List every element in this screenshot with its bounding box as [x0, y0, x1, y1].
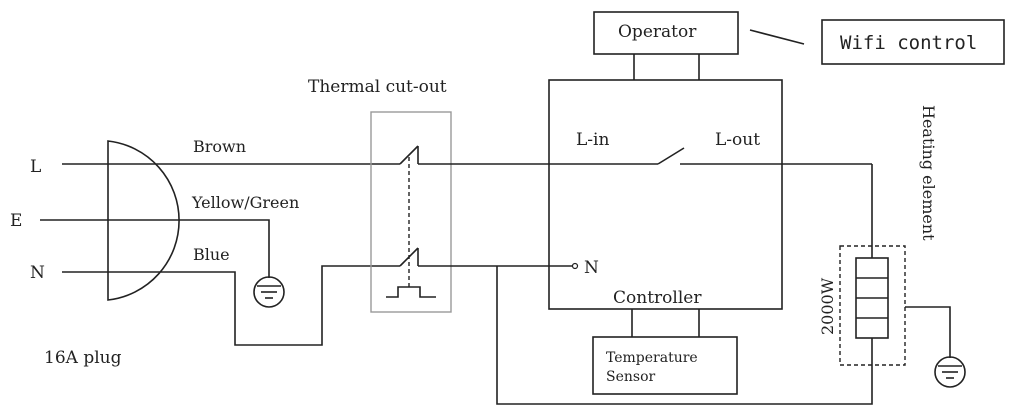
heating-element-coil	[855, 257, 889, 339]
terminal-e-label: E	[10, 211, 22, 231]
neutral-terminal	[571, 262, 579, 270]
heating-element-label: Heating element	[919, 105, 938, 241]
thermal-switch-top	[399, 145, 419, 165]
wifi-link	[749, 29, 805, 45]
blue-wire-label: Blue	[193, 245, 230, 264]
neutral-wire-plug	[62, 265, 400, 346]
temperature-sensor-label-line1: Temperature	[606, 350, 698, 366]
operator-box	[593, 11, 739, 55]
earth-wire	[40, 219, 270, 278]
wifi-control-label: Wifi control	[840, 32, 977, 54]
l-in-label: L-in	[576, 130, 609, 150]
thermal-switch-bottom	[399, 247, 419, 267]
wifi-control-box	[821, 19, 1005, 65]
ground-icon	[253, 276, 285, 308]
l-out-label: L-out	[715, 130, 760, 150]
thermal-cutout-label: Thermal cut-out	[308, 77, 447, 97]
controller-label: Controller	[613, 288, 702, 308]
thermal-pulse-symbol	[386, 286, 436, 298]
plug-body	[107, 140, 180, 301]
yellow-green-wire-label: Yellow/Green	[191, 193, 299, 212]
terminal-n-label: N	[30, 263, 45, 283]
relay-switch	[657, 147, 685, 165]
brown-wire-label: Brown	[193, 137, 246, 156]
neutral-return-wire	[496, 266, 873, 405]
operator-label: Operator	[618, 22, 697, 42]
terminal-l-label: L	[30, 157, 41, 177]
controller-box	[548, 79, 783, 310]
power-rating-label: 2000W	[818, 277, 837, 335]
temperature-sensor-label-line2: Sensor	[606, 369, 656, 385]
heater-ground-icon	[934, 356, 966, 388]
heater-earth-wire	[905, 306, 951, 358]
plug-label: 16A plug	[44, 348, 122, 368]
thermal-cutout-box	[370, 111, 452, 313]
heating-element-enclosure	[839, 245, 906, 366]
temperature-sensor-box	[592, 336, 738, 395]
controller-n-label: N	[584, 258, 599, 278]
